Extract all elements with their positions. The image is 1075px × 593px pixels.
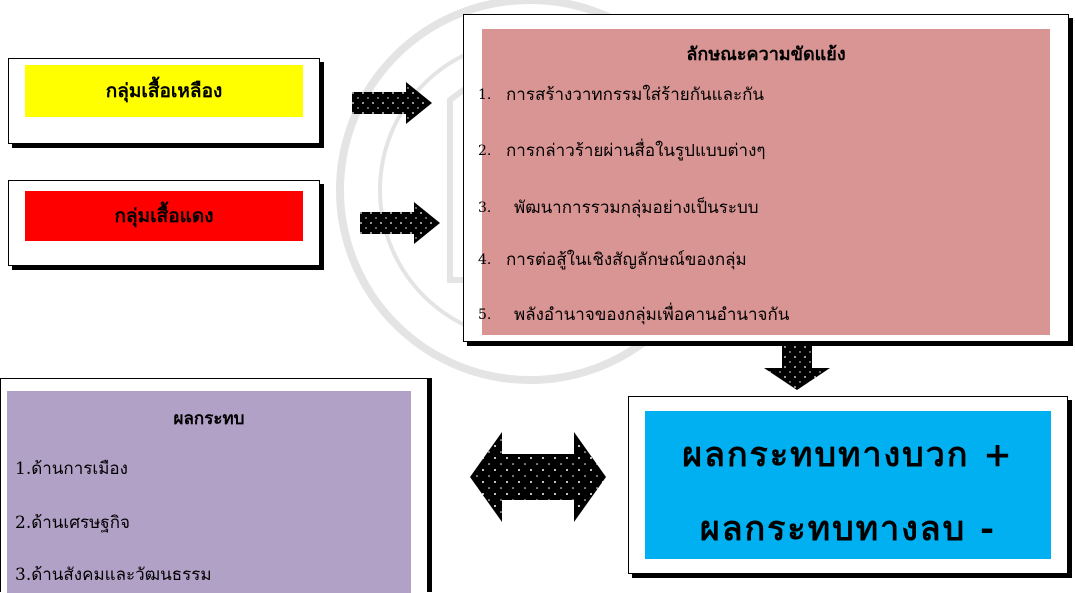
list-item: พลังอำนาจของกลุ่มเพื่อคานอำนาจกัน [514, 305, 790, 325]
positive-impact-label: ผลกระทบทางบวก + [682, 435, 1014, 475]
list-number: 4. [478, 252, 492, 268]
list-item: การต่อสู้ในเชิงสัญลักษณ์ของกลุ่ม [506, 250, 747, 270]
list-item: 1.ด้านการเมือง [15, 459, 128, 479]
arrow-right-icon [352, 82, 432, 124]
list-number: 1. [478, 87, 492, 103]
impacts-box: ผลกระทบ 1.ด้านการเมือง 2.ด้านเศรษฐกิจ 3.… [0, 378, 428, 593]
yellow-shirt-fill: กลุ่มเสื้อเหลือง [25, 65, 303, 117]
results-box: ผลกระทบทางบวก + ผลกระทบทางลบ - [628, 396, 1068, 574]
red-shirt-label: กลุ่มเสื้อแดง [114, 205, 214, 227]
arrow-down-icon [764, 346, 830, 390]
conflict-characteristics-fill: ลักษณะความขัดแย้ง 1. การสร้างวาทกรรมใส่ร… [478, 29, 1050, 335]
impacts-heading: ผลกระทบ [173, 409, 245, 429]
red-shirt-fill: กลุ่มเสื้อแดง [25, 191, 303, 241]
list-item: 3.ด้านสังคมและวัฒนธรรม [15, 565, 212, 585]
negative-impact-label: ผลกระทบทางลบ - [699, 509, 997, 549]
impacts-fill: ผลกระทบ 1.ด้านการเมือง 2.ด้านเศรษฐกิจ 3.… [7, 391, 411, 593]
list-number: 3. [478, 200, 492, 216]
list-number: 5. [478, 307, 492, 323]
conflict-characteristics-box: ลักษณะความขัดแย้ง 1. การสร้างวาทกรรมใส่ร… [463, 14, 1069, 342]
red-shirt-group-box: กลุ่มเสื้อแดง [8, 180, 320, 266]
conflict-characteristics-heading: ลักษณะความขัดแย้ง [686, 44, 846, 65]
list-number: 2. [478, 143, 492, 159]
list-item: พัฒนาการรวมกลุ่มอย่างเป็นระบบ [514, 198, 759, 218]
double-arrow-icon [470, 432, 606, 522]
results-fill: ผลกระทบทางบวก + ผลกระทบทางลบ - [645, 411, 1051, 559]
list-item: 2.ด้านเศรษฐกิจ [15, 513, 130, 533]
yellow-shirt-group-box: กลุ่มเสื้อเหลือง [8, 58, 320, 144]
arrow-right-icon [360, 202, 440, 244]
list-item: การสร้างวาทกรรมใส่ร้ายกันและกัน [506, 85, 765, 105]
list-item: การกล่าวร้ายผ่านสื่อในรูปแบบต่างๆ [506, 141, 766, 161]
yellow-shirt-label: กลุ่มเสื้อเหลือง [105, 80, 223, 102]
